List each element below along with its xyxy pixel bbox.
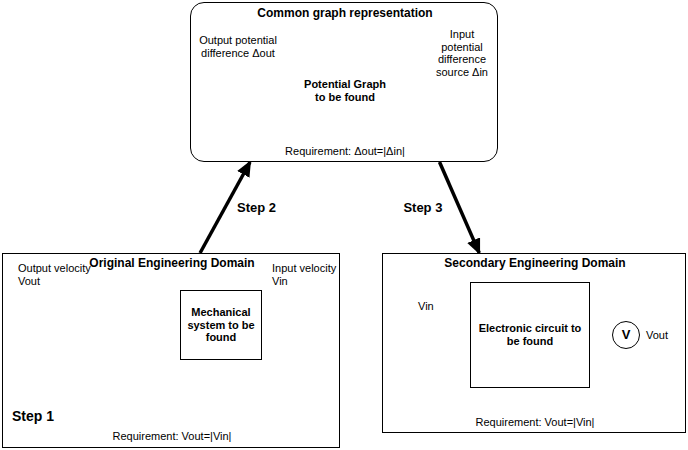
signal-name: Vout xyxy=(646,329,684,342)
velocity-label: Output velocity Vout xyxy=(18,262,98,287)
requirement-note: Requirement: Vout=|Vin| xyxy=(383,416,687,429)
graph-caption: Potential Graph to be found xyxy=(302,78,388,103)
voltmeter-symbol: V xyxy=(612,321,640,349)
port-label: Output potential difference Δout xyxy=(194,34,282,59)
box-text: Mechanical system to be found xyxy=(184,306,258,344)
process-box: Mechanical system to be found xyxy=(180,290,262,360)
box-text: V xyxy=(622,328,631,343)
process-box: Electronic circuit to be found xyxy=(470,282,590,388)
signal-name: Vin xyxy=(418,300,448,313)
requirement-note: Requirement: Vout=|Vin| xyxy=(3,430,341,443)
step-label: Step 3 xyxy=(401,200,444,215)
velocity-label: Input velocity Vin xyxy=(272,262,338,287)
requirement-note: Requirement: Δout=|Δin| xyxy=(191,145,499,158)
domain-panel: Secondary Engineering DomainRequirement:… xyxy=(382,253,686,433)
port-label: Input potential difference source Δin xyxy=(428,28,496,79)
step-label: Step 1 xyxy=(12,408,72,424)
step-label: Step 2 xyxy=(235,200,278,215)
panel-title: Secondary Engineering Domain xyxy=(383,257,687,271)
step-arrow xyxy=(439,162,479,253)
box-text: Electronic circuit to be found xyxy=(474,322,586,347)
panel-title: Common graph representation xyxy=(191,7,499,21)
